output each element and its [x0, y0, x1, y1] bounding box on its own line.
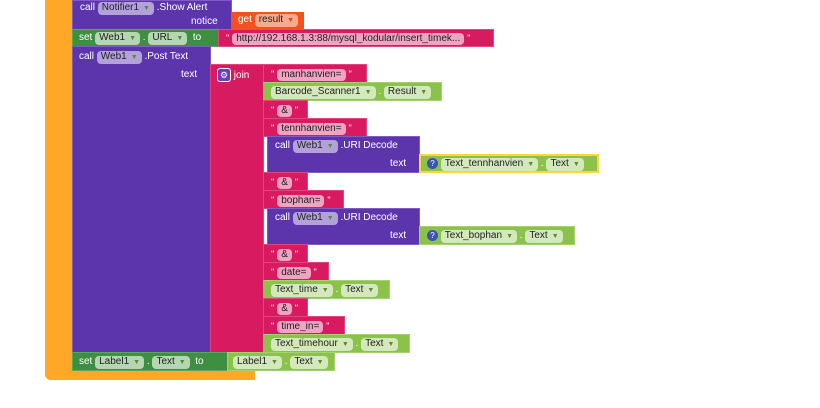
string-field[interactable]: time_in= — [277, 321, 324, 333]
string-block[interactable]: "&" — [263, 172, 308, 191]
string-block[interactable]: "manhanvien=" — [263, 64, 367, 83]
string-field[interactable]: & — [277, 105, 292, 117]
string-field[interactable]: date= — [277, 267, 311, 279]
text-property-block-selected[interactable]: ? Text_tennhanvien▼ . Text▼ — [419, 154, 599, 173]
property-dropdown[interactable]: Text▼ — [525, 230, 563, 244]
component-dropdown[interactable]: Label1▼ — [233, 356, 282, 369]
event-block-frame[interactable] — [45, 0, 73, 380]
string-field[interactable]: tennhanvien= — [277, 123, 346, 135]
component-dropdown[interactable]: Web1▼ — [292, 140, 338, 153]
string-block[interactable]: "time_in=" — [263, 316, 345, 335]
web-post-text-block[interactable]: call Web1▼ .Post Text text — [72, 46, 211, 353]
call-label: call — [275, 140, 291, 151]
component-dropdown[interactable]: Notifier1▼ — [97, 2, 154, 15]
component-dropdown[interactable]: Web1▼ — [95, 32, 141, 45]
method-label: .Post Text — [144, 51, 189, 62]
property-dropdown[interactable]: Result▼ — [383, 86, 432, 99]
get-label: get — [238, 14, 252, 25]
string-field[interactable]: & — [277, 303, 292, 315]
text-time-block[interactable]: Text_time▼ . Text▼ — [263, 280, 390, 299]
join-label: join — [233, 70, 250, 81]
param-label: text — [390, 230, 407, 241]
property-dropdown[interactable]: Text▼ — [546, 158, 584, 172]
component-dropdown[interactable]: Text_bophan▼ — [440, 230, 517, 244]
barcode-result-block[interactable]: Barcode_Scanner1▼ . Result▼ — [263, 82, 442, 101]
property-dropdown[interactable]: Text▼ — [152, 356, 190, 369]
string-block[interactable]: "&" — [263, 298, 308, 317]
string-field[interactable]: & — [277, 177, 292, 189]
method-label: .Show Alert — [156, 2, 208, 13]
help-icon[interactable]: ? — [427, 230, 438, 241]
help-icon[interactable]: ? — [427, 158, 438, 169]
component-dropdown[interactable]: Text_tennhanvien▼ — [440, 158, 539, 172]
component-dropdown[interactable]: Web1▼ — [96, 51, 142, 64]
uri-decode-block[interactable]: call Web1▼ .URI Decode text — [267, 136, 420, 173]
param-label: text — [390, 158, 407, 169]
call-label: call — [80, 2, 96, 13]
set-label: set — [79, 356, 93, 367]
component-dropdown[interactable]: Barcode_Scanner1▼ — [271, 86, 376, 99]
set-label: set — [79, 32, 93, 43]
text-property-block[interactable]: ? Text_bophan▼ . Text▼ — [419, 226, 575, 245]
join-block[interactable]: ⚙ join — [210, 64, 264, 353]
param-label: text — [181, 69, 198, 80]
string-block[interactable]: "&" — [263, 244, 308, 263]
method-label: .URI Decode — [340, 140, 398, 151]
string-block[interactable]: "tennhanvien=" — [263, 118, 367, 137]
param-label: notice — [191, 16, 218, 27]
string-block[interactable]: "date=" — [263, 262, 329, 281]
uri-decode-block[interactable]: call Web1▼ .URI Decode text — [267, 208, 420, 245]
text-timehour-block[interactable]: Text_timehour▼ . Text▼ — [263, 334, 410, 353]
component-dropdown[interactable]: Label1▼ — [95, 356, 145, 369]
component-dropdown[interactable]: Text_time▼ — [271, 284, 333, 297]
get-variable-block[interactable]: get result▼ — [231, 12, 304, 29]
to-label: to — [192, 32, 202, 43]
variable-dropdown[interactable]: result▼ — [254, 14, 299, 27]
call-label: call — [275, 212, 291, 223]
string-field[interactable]: manhanvien= — [277, 69, 346, 81]
property-dropdown[interactable]: Text▼ — [290, 356, 328, 369]
property-dropdown[interactable]: URL▼ — [148, 32, 188, 45]
notifier-show-alert-block[interactable]: call Notifier1▼ .Show Alert notice — [72, 0, 232, 30]
string-field[interactable]: & — [277, 249, 292, 261]
url-text-field[interactable]: http://192.168.1.3:88/mysql_kodular/inse… — [232, 33, 465, 45]
url-string-block[interactable]: "http://192.168.1.3:88/mysql_kodular/ins… — [218, 29, 494, 47]
component-dropdown[interactable]: Web1▼ — [292, 212, 338, 225]
set-web-url-block[interactable]: set Web1▼ . URL▼ to — [72, 29, 220, 47]
label-text-getter-block[interactable]: Label1▼ . Text▼ — [227, 352, 335, 371]
property-dropdown[interactable]: Text▼ — [341, 284, 379, 297]
method-label: .URI Decode — [340, 212, 398, 223]
string-block[interactable]: "&" — [263, 100, 308, 119]
string-block[interactable]: "bophan=" — [263, 190, 344, 209]
set-label-text-block[interactable]: set Label1▼ . Text▼ to — [72, 352, 230, 371]
string-field[interactable]: bophan= — [277, 195, 325, 207]
to-label: to — [195, 356, 204, 367]
call-label: call — [79, 51, 95, 62]
component-dropdown[interactable]: Text_timehour▼ — [271, 338, 353, 351]
property-dropdown[interactable]: Text▼ — [361, 338, 399, 351]
gear-icon[interactable]: ⚙ — [217, 68, 231, 82]
